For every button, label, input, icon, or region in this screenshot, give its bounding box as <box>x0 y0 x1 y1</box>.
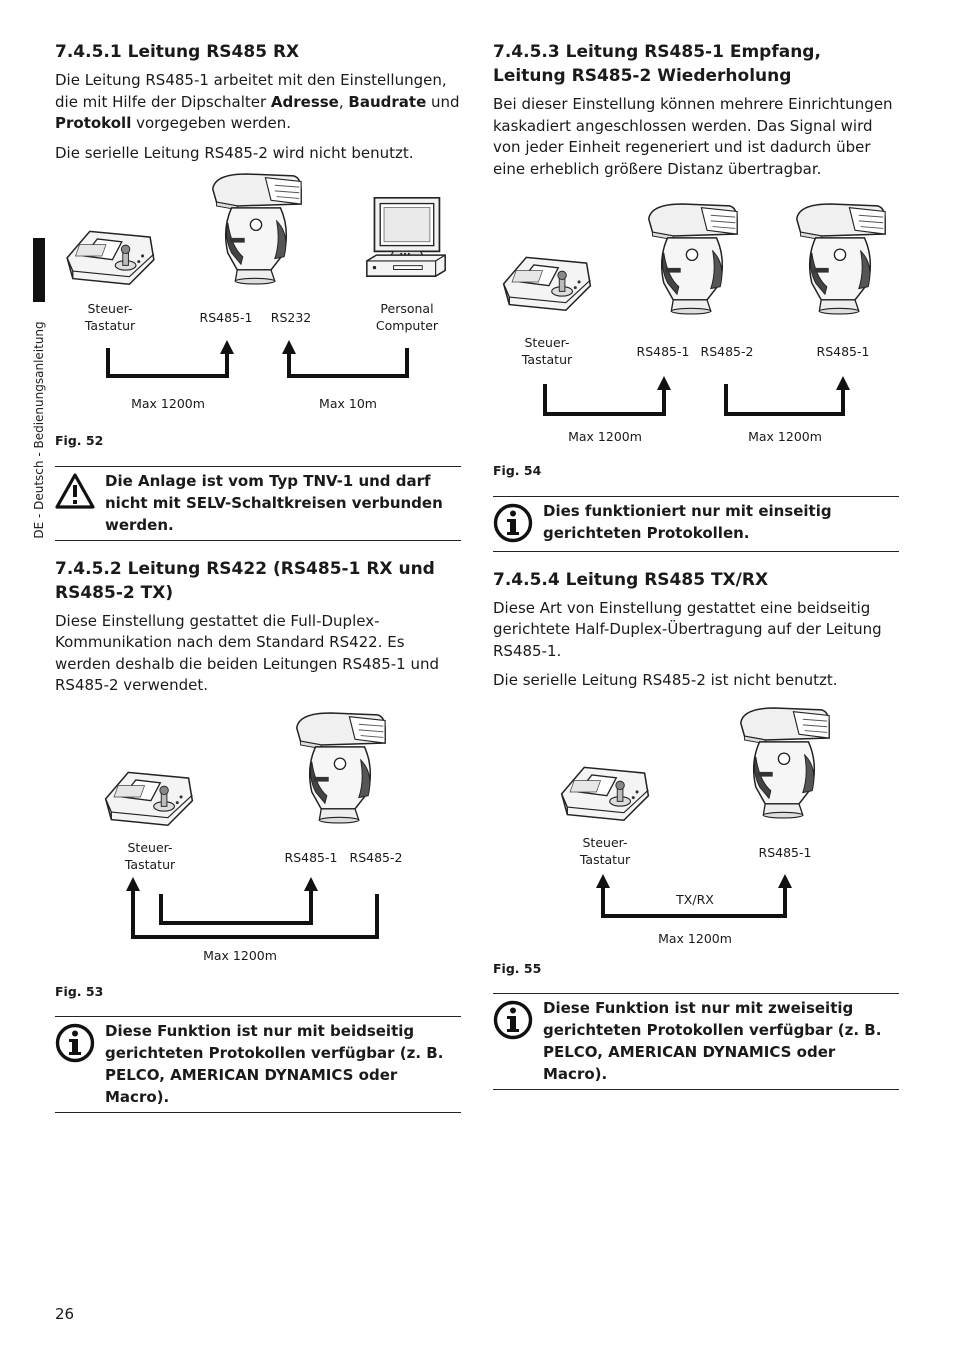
paragraph: Die serielle Leitung RS485-2 wird nicht … <box>55 143 414 162</box>
wiring-diagram <box>560 706 830 918</box>
port-label: RS485-2 <box>349 849 403 865</box>
keyboard-icon <box>104 771 194 826</box>
warning-box: Die Anlage ist vom Typ TNV-1 und darf ni… <box>55 465 461 541</box>
figure-55: Steuer-Tastatur RS485-1 TX/RX Max 1200m <box>493 706 899 954</box>
ptz-camera-icon <box>212 173 302 285</box>
section-title: 7.4.5.4 Leitung RS485 TX/RX <box>493 569 769 590</box>
wiring-diagram <box>104 711 386 939</box>
left-column: 7.4.5.1 Leitung RS485 RX Die Leitung RS4… <box>55 40 461 1113</box>
bold-term: Protokoll <box>55 114 132 132</box>
label-line: Tastatur <box>84 318 136 333</box>
warning-text: Die Anlage ist vom Typ TNV-1 und darf ni… <box>105 471 443 534</box>
figure-54: Steuer-Tastatur RS485-1 RS485-2 RS485-1 … <box>493 188 899 446</box>
section-rs485-txrx: 7.4.5.4 Leitung RS485 TX/RX Diese Art vo… <box>493 568 899 1090</box>
keyboard-label: Steuer- Tastatur <box>522 334 572 368</box>
distance-label: Max 1200m <box>203 947 277 963</box>
port-label: RS232 <box>270 310 312 325</box>
text: und <box>426 92 460 111</box>
port-label: RS485-1 <box>758 844 812 860</box>
section-rs422: 7.4.5.2 Leitung RS422 (RS485-1 RX und RS… <box>55 557 461 1113</box>
info-icon <box>493 1000 533 1040</box>
info-box: Diese Funktion ist nur mit zweiseitig ge… <box>493 993 899 1090</box>
info-icon <box>55 1023 95 1063</box>
label-line: Steuer- <box>127 839 173 855</box>
computer-icon <box>365 196 447 278</box>
info-text: Dies funktioniert nur mit einseitig geri… <box>543 501 832 542</box>
label-line: Tastatur <box>579 851 631 867</box>
ptz-camera-icon <box>296 711 386 824</box>
section-rs485-cascade: 7.4.5.3 Leitung RS485-1 Empfang, Leitung… <box>493 40 899 552</box>
line-label: TX/RX <box>676 891 714 907</box>
info-icon <box>493 503 533 542</box>
keyboard-icon <box>560 766 650 821</box>
keyboard-icon <box>66 230 155 285</box>
section-rs485-rx: 7.4.5.1 Leitung RS485 RX Die Leitung RS4… <box>55 40 461 541</box>
distance-label: Max 10m <box>319 396 377 411</box>
ptz-camera-icon <box>796 203 886 315</box>
warning-icon <box>55 472 95 509</box>
ptz-camera-icon <box>648 203 738 315</box>
paragraph: Bei dieser Einstellung können mehrere Ei… <box>493 95 893 178</box>
port-label: RS485-1 <box>199 310 253 325</box>
label-line: Tastatur <box>124 856 176 872</box>
text: , <box>338 92 349 111</box>
bold-term: Baudrate <box>348 92 427 111</box>
keyboard-label: Steuer- Tastatur <box>85 300 135 334</box>
text: Die Leitung RS485-1 arbeitet mit den Ein… <box>55 71 447 111</box>
side-tab-marker <box>33 238 45 302</box>
side-tab-label: DE - Deutsch - Bedienungsanleitung <box>32 321 46 539</box>
port-label: RS485-1 <box>284 849 338 865</box>
paragraph: Diese Art von Einstellung gestattet eine… <box>493 598 882 660</box>
section-title: 7.4.5.2 Leitung RS422 (RS485-1 RX und RS… <box>55 558 435 603</box>
distance-label: Max 1200m <box>748 429 822 444</box>
distance-label: Max 1200m <box>131 396 205 411</box>
paragraph: Die serielle Leitung RS485-2 ist nicht b… <box>493 671 838 689</box>
right-column: 7.4.5.3 Leitung RS485-1 Empfang, Leitung… <box>493 40 899 1090</box>
figure-caption: Fig. 53 <box>55 983 104 999</box>
label-line: Computer <box>375 318 439 333</box>
figure-53: Steuer-Tastatur RS485-1 RS485-2 Max 1200… <box>55 711 461 973</box>
label-line: Steuer- <box>524 335 570 350</box>
info-box: Dies funktioniert nur mit einseitig geri… <box>493 495 899 552</box>
figure-caption: Fig. 54 <box>493 463 542 478</box>
label-line: Tastatur <box>521 352 573 367</box>
section-title: 7.4.5.1 Leitung RS485 RX <box>55 42 300 62</box>
info-text: Diese Funktion ist nur mit beidseitig ge… <box>105 1022 444 1106</box>
text: vorgegeben werden. <box>131 114 292 132</box>
section-title: 7.4.5.3 Leitung RS485-1 Empfang, Leitung… <box>493 42 821 86</box>
figure-caption: Fig. 55 <box>493 960 542 976</box>
bold-term: Adresse <box>270 92 339 111</box>
figure-caption: Fig. 52 <box>55 433 104 448</box>
paragraph: Die Leitung RS485-1 arbeitet mit den Ein… <box>55 70 461 135</box>
keyboard-label: Steuer-Tastatur <box>580 834 630 868</box>
label-line: Personal <box>380 301 434 316</box>
info-text: Diese Funktion ist nur mit zweiseitig ge… <box>543 999 882 1083</box>
paragraph: Diese Einstellung gestattet die Full-Dup… <box>55 611 440 695</box>
distance-label: Max 1200m <box>658 930 732 946</box>
distance-label: Max 1200m <box>568 429 642 444</box>
keyboard-label: Steuer-Tastatur <box>125 839 175 873</box>
label-line: Steuer- <box>582 834 628 850</box>
wiring-diagram <box>66 173 447 378</box>
port-label: RS485-2 <box>700 344 754 359</box>
port-label: RS485-1 <box>816 344 870 359</box>
label-line: Steuer- <box>87 301 133 316</box>
port-label: RS485-1 <box>636 344 690 359</box>
page-number: 26 <box>55 1305 75 1323</box>
wiring-diagram <box>502 203 886 416</box>
keyboard-icon <box>502 256 592 311</box>
info-box: Diese Funktion ist nur mit beidseitig ge… <box>55 1016 461 1113</box>
ptz-camera-icon <box>740 706 830 819</box>
